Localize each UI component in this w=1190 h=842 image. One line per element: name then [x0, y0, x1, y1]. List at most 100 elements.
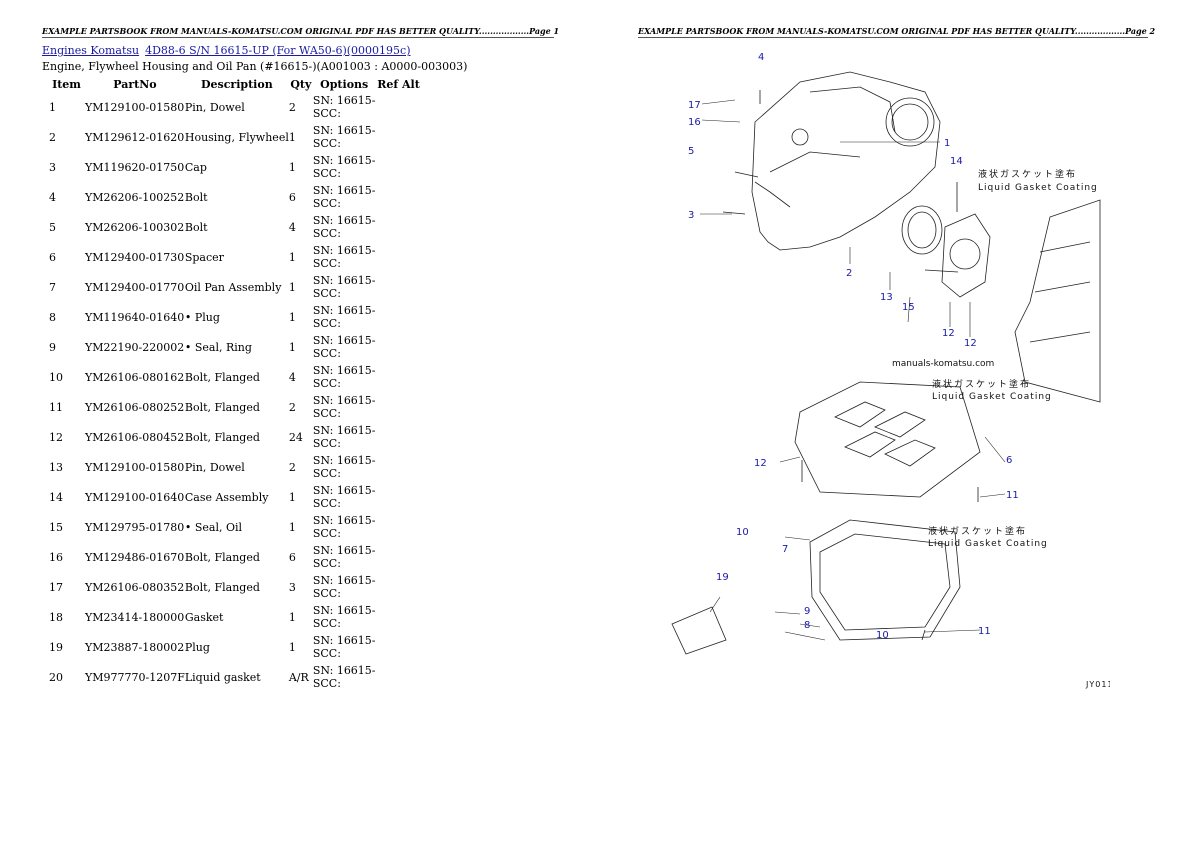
options-serial: SN: 16615- [312, 484, 376, 497]
ref-alt-cell [376, 332, 422, 362]
options-serial: SN: 16615- [312, 634, 376, 647]
part-number-cell: YM26106-080452 [85, 430, 185, 444]
ref-alt-cell [376, 212, 422, 242]
callout-12-upper[interactable]: 12 [754, 458, 767, 469]
item-number-cell: 15 [49, 520, 63, 534]
ref-alt-cell [376, 122, 422, 152]
quantity-cell: 24 [288, 430, 303, 444]
quantity-cell: 1 [288, 340, 296, 354]
options-serial: SN: 16615- [312, 244, 376, 257]
description-cell: Case Assembly [184, 490, 269, 504]
item-number-cell: 4 [49, 190, 56, 204]
quantity-cell: 6 [288, 190, 296, 204]
breadcrumb-link-model[interactable]: 4D88-6 S/N 16615-UP (For WA50-6)(0000195… [145, 44, 411, 57]
part-number-cell: YM129400-01770 [85, 280, 185, 294]
options-scc: SCC: [312, 437, 341, 450]
part-number-cell: YM977770-1207F [85, 670, 185, 684]
description-cell: Oil Pan Assembly [184, 280, 282, 294]
callout-20[interactable]: 19 [716, 572, 729, 583]
ref-alt-cell [376, 422, 422, 452]
annotation-jp-1: 液状ガスケット塗布 [978, 168, 1077, 180]
callout-2[interactable]: 2 [846, 268, 852, 279]
options-cell: SN: 16615-SCC: [313, 242, 376, 272]
flywheel-housing-drawing [751, 71, 941, 251]
callout-16[interactable]: 14 [950, 156, 963, 167]
options-scc: SCC: [312, 587, 341, 600]
header-divider-right [638, 37, 1148, 38]
callout-10-upper[interactable]: 10 [736, 527, 749, 538]
callout-labels: 4 17 16 5 3 1 14 2 13 15 12 12 12 6 11 1… [688, 52, 1019, 641]
annotation-en-1: Liquid Gasket Coating [978, 183, 1098, 193]
quantity-cell: 4 [288, 220, 296, 234]
spacer-drawing [794, 381, 981, 498]
part-number-cell: YM22190-220002 [85, 340, 185, 354]
callout-14[interactable]: 12 [942, 328, 955, 339]
options-cell: SN: 16615-SCC: [313, 212, 376, 242]
item-number-cell: 5 [49, 220, 56, 234]
callout-5[interactable]: 5 [688, 146, 694, 157]
options-serial: SN: 16615- [312, 334, 376, 347]
breadcrumb-link-engines-komatsu[interactable]: Engines Komatsu [42, 44, 140, 57]
part-number-cell: YM129795-01780 [85, 520, 185, 534]
callout-7[interactable]: 7 [782, 544, 788, 555]
callout-1[interactable]: 1 [944, 138, 950, 149]
callout-6[interactable]: 6 [1006, 455, 1012, 466]
options-scc: SCC: [312, 137, 341, 150]
description-cell: Pin, Dowel [184, 460, 245, 474]
part-number-cell: YM129100-01580 [85, 460, 185, 474]
callout-13[interactable]: 12 [964, 338, 977, 349]
ref-alt-cell [376, 512, 422, 542]
part-number-cell: YM129612-01620 [85, 130, 185, 144]
item-number-cell: 10 [49, 370, 63, 384]
part-number-cell: YM129100-01580 [85, 100, 185, 114]
options-scc: SCC: [312, 287, 341, 300]
callout-18[interactable]: 16 [688, 117, 701, 128]
options-serial: SN: 16615- [312, 514, 376, 527]
options-cell: SN: 16615-SCC: [313, 512, 376, 542]
options-scc: SCC: [312, 377, 341, 390]
watermark-text: manuals-komatsu.com [892, 359, 994, 369]
column-header-options: Options [320, 77, 369, 91]
quantity-cell: 2 [288, 400, 296, 414]
callout-15[interactable]: 13 [880, 292, 893, 303]
annotation-jp-3: 液状ガスケット塗布 [928, 525, 1027, 537]
ref-alt-cell [376, 572, 422, 602]
item-number-cell: 13 [49, 460, 63, 474]
table-header-row: Item PartNo Description Qty Options Ref … [42, 76, 422, 92]
description-cell: Bolt [184, 190, 208, 204]
options-scc: SCC: [312, 107, 341, 120]
quantity-cell: 1 [288, 310, 296, 324]
column-header-description: Description [201, 77, 273, 91]
description-cell: Bolt, Flanged [184, 400, 260, 414]
engine-block-drawing [1014, 199, 1101, 403]
ref-alt-cell [376, 242, 422, 272]
callout-19[interactable]: 17 [688, 100, 701, 111]
parts-table: Item PartNo Description Qty Options Ref … [42, 76, 422, 692]
item-number-cell: 3 [49, 160, 56, 174]
description-cell: • Seal, Oil [184, 520, 243, 534]
item-number-cell: 17 [49, 580, 63, 594]
callout-4[interactable]: 4 [758, 52, 764, 63]
callout-9[interactable]: 9 [804, 606, 810, 617]
item-number-cell: 1 [49, 100, 56, 114]
callout-11[interactable]: 11 [1006, 490, 1019, 501]
options-serial: SN: 16615- [312, 574, 376, 587]
options-cell: SN: 16615-SCC: [313, 152, 376, 182]
callout-8[interactable]: 8 [804, 620, 810, 631]
callout-12-lower[interactable]: 11 [978, 626, 991, 637]
item-number-cell: 14 [49, 490, 63, 504]
description-cell: • Plug [184, 310, 220, 324]
description-cell: Pin, Dowel [184, 100, 245, 114]
callout-10-lower[interactable]: 10 [876, 630, 889, 641]
callout-17[interactable]: 15 [902, 302, 915, 313]
quantity-cell: 1 [288, 520, 296, 534]
callout-3[interactable]: 3 [688, 210, 694, 221]
quantity-cell: 1 [288, 130, 296, 144]
quantity-cell: 1 [288, 610, 296, 624]
